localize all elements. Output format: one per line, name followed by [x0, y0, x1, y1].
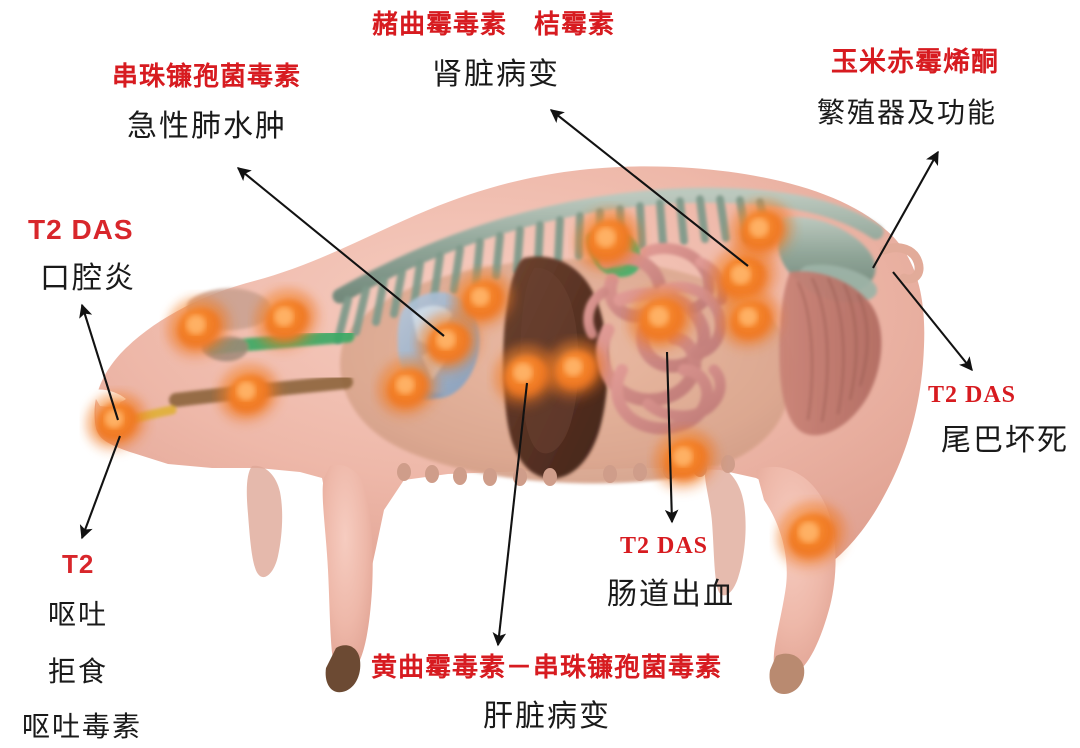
label-vomit-toxin: T2: [62, 549, 95, 579]
lesion-marker-heart: [452, 270, 516, 334]
label-tail-toxin: T2 DAS: [928, 382, 1017, 408]
lesion-marker-kidney-front: [575, 208, 645, 278]
label-intestine-toxin: T2 DAS: [620, 533, 709, 559]
lesion-marker-liver-right: [545, 340, 609, 404]
lesion-marker-throat-lower: [218, 364, 282, 428]
front-leg-far: [246, 465, 283, 578]
label-kidney-toxin: 赭曲霉毒素 桔霉素: [372, 10, 616, 39]
label-vomit-symptom-3: 呕吐毒素: [22, 712, 143, 743]
label-reproductive-toxin: 玉米赤霉烯酮: [831, 47, 999, 77]
label-reproductive-symptom: 繁殖器及功能: [817, 98, 998, 129]
hoof: [769, 653, 805, 694]
hind-leg-far: [704, 465, 746, 596]
lesion-marker-hock: [776, 501, 850, 575]
lesion-marker-intestine: [628, 287, 698, 357]
lesion-marker-spine-rear: [729, 199, 797, 267]
label-oral-toxin: T2 DAS: [28, 214, 134, 245]
label-tail-symptom: 尾巴坏死: [941, 424, 1069, 457]
lesion-marker-chest-low: [377, 358, 441, 422]
lesion-marker-jaw: [166, 296, 234, 364]
label-vomit-symptom-2: 拒食: [48, 657, 109, 688]
label-vomit-symptom-1: 呕吐: [48, 600, 109, 631]
label-liver-toxin: 黄曲霉毒素－串珠镰孢菌毒素: [371, 653, 723, 682]
lesion-marker-gut-lower: [720, 290, 784, 354]
label-liver-symptom: 肝脏病变: [483, 700, 611, 733]
label-lung-toxin: 串珠镰孢菌毒素: [112, 62, 302, 91]
lesion-marker-belly: [653, 428, 721, 496]
label-lung-symptom: 急性肺水肿: [127, 110, 287, 143]
lesion-marker-throat-upper: [254, 288, 322, 356]
hoof: [325, 645, 361, 693]
label-kidney-symptom: 肾脏病变: [432, 58, 560, 91]
label-oral-symptom: 口腔炎: [40, 262, 136, 295]
rump-muscle: [779, 271, 882, 436]
label-intestine-symptom: 肠道出血: [607, 578, 735, 611]
lesion-marker-snout: [86, 392, 150, 456]
front-leg: [322, 464, 373, 674]
